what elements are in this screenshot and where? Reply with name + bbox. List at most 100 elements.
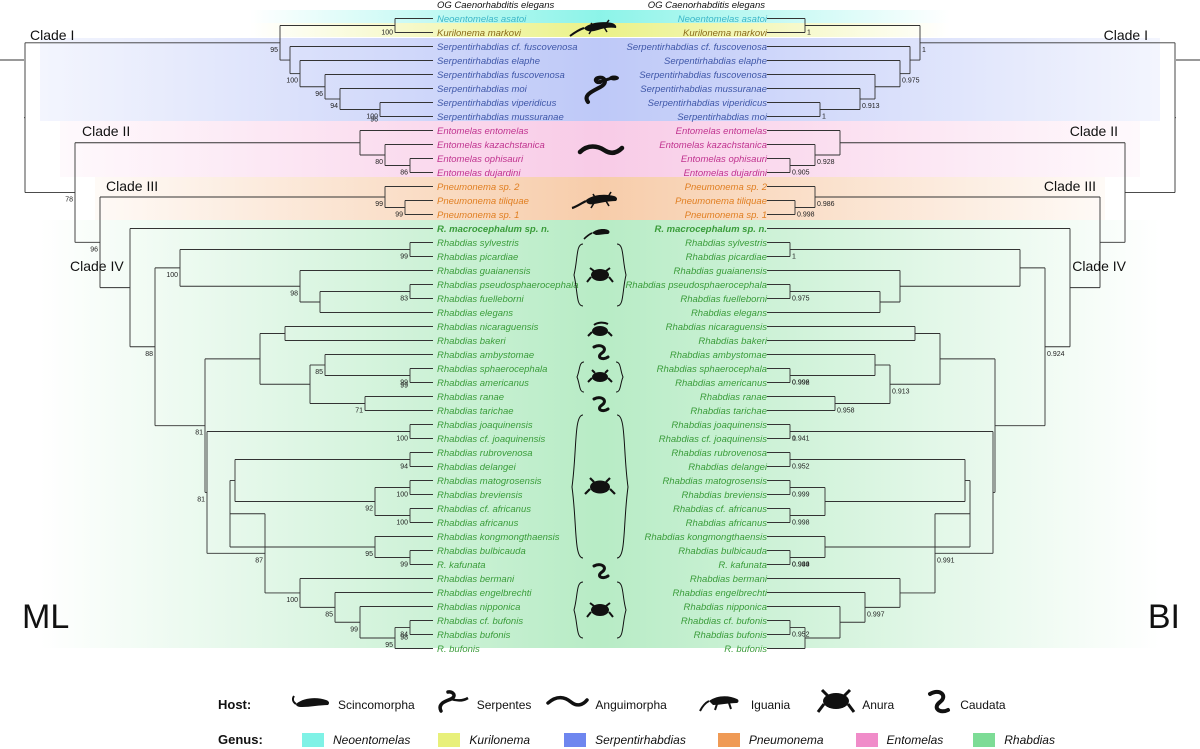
- bi-taxon-label: Rhabdias bufonis: [694, 630, 768, 641]
- bi-taxon-label: Rhabdias bulbicauda: [678, 546, 767, 557]
- ml-taxon-label: Rhabdias matogrosensis: [437, 476, 542, 487]
- ml-support-value: 85: [325, 611, 333, 618]
- ml-taxon-label: Neoentomelas asatoi: [437, 14, 527, 25]
- ml-support-value: 99: [350, 626, 358, 633]
- ml-taxon-label: Rhabdias cf. bufonis: [437, 616, 523, 627]
- bi-taxon-label: Rhabdias tarichae: [690, 406, 767, 417]
- clade-iv-left: Clade IV: [70, 258, 124, 274]
- ml-taxon-label: Serpentirhabdias cf. fuscovenosa: [437, 42, 577, 53]
- ml-support-value: 99: [400, 383, 408, 390]
- bi-taxon-label: Serpentirhabdias moi: [677, 112, 768, 123]
- brace-left-group-1: [573, 243, 584, 307]
- swatch-entomelas: [855, 732, 878, 747]
- ml-taxon-label: Entomelas ophisauri: [437, 154, 524, 165]
- ml-taxon-label: R. kafunata: [437, 560, 486, 571]
- salamander-icon: [924, 688, 954, 721]
- ml-taxon-label: Pneumonema tiliquae: [437, 196, 529, 207]
- bi-taxon-label: Entomelas kazachstanica: [659, 140, 767, 151]
- ml-support-values: 1009510096941009680867899999688991008398…: [65, 30, 408, 650]
- salamander-icon: [592, 344, 610, 361]
- ml-support-value: 99: [375, 201, 383, 208]
- bi-support-value: 0.924: [1047, 351, 1065, 358]
- band-neoentomelas: [250, 10, 950, 23]
- bi-taxon-label: Rhabdias americanus: [675, 378, 767, 389]
- bi-taxon-label: Rhabdias kongmongthaensis: [644, 532, 767, 543]
- bi-support-value: 1: [807, 30, 811, 37]
- ml-taxon-label: Serpentirhabdias viperidicus: [437, 98, 557, 109]
- ml-taxon-label: Rhabdias rubrovenosa: [437, 448, 533, 459]
- ml-taxon-label: Rhabdias engelbrechti: [437, 588, 532, 599]
- bi-taxon-label: Rhabdias matogrosensis: [662, 476, 767, 487]
- ml-taxon-label: Rhabdias sphaerocephala: [437, 364, 547, 375]
- bi-taxon-label: Entomelas entomelas: [676, 126, 768, 137]
- frog-icon: [816, 688, 856, 721]
- ml-taxon-label: Serpentirhabdias fuscovenosa: [437, 70, 565, 81]
- bi-taxon-label: Rhabdias ranae: [700, 392, 767, 403]
- host-caudata-label: Caudata: [960, 697, 1006, 712]
- bi-support-value: 1: [822, 114, 826, 121]
- bi-taxon-label: Rhabdias cf. joaquinensis: [659, 434, 768, 445]
- ml-support-value: 94: [400, 464, 408, 471]
- ml-taxon-label: Rhabdias pseudosphaerocephala: [437, 280, 579, 291]
- ml-taxon-label: Rhabdias picardiae: [437, 252, 518, 263]
- ml-taxon-label: Rhabdias africanus: [437, 518, 519, 529]
- bi-taxon-label: Serpentirhabdias cf. fuscovenosa: [627, 42, 767, 53]
- bi-taxon-label: Serpentirhabdias mussuranae: [640, 84, 767, 95]
- ml-support-value: 100: [381, 30, 393, 37]
- bi-taxon-label: Rhabdias pseudosphaerocephala: [625, 280, 767, 291]
- ml-taxon-label: Rhabdias kongmongthaensis: [437, 532, 560, 543]
- bi-taxon-label: Rhabdias sylvestris: [685, 238, 767, 249]
- bi-taxon-label: R. bufonis: [724, 644, 767, 655]
- bi-support-value: 0.975: [902, 78, 920, 85]
- bi-taxon-label: Pneumonema sp. 2: [685, 182, 768, 193]
- ml-support-value: 100: [396, 520, 408, 527]
- bi-taxon-label: Rhabdias nipponica: [684, 602, 767, 613]
- bi-support-value: 0.992: [792, 380, 810, 387]
- ml-taxon-label: Rhabdias tarichae: [437, 406, 514, 417]
- swatch-neoentomelas: [302, 732, 324, 747]
- ml-support-value: 99: [400, 380, 408, 387]
- ml-taxon-label: Entomelas entomelas: [437, 126, 529, 137]
- bi-support-value: 0.958: [837, 408, 855, 415]
- bi-taxon-label: Kurilonema markovi: [683, 28, 768, 39]
- ml-support-value: 98: [290, 290, 298, 297]
- genus-pneumonema-label: Pneumonema: [748, 732, 824, 747]
- bi-taxon-label: R. macrocephalum sp. n.: [655, 224, 767, 235]
- genus-kurilonema-label: Kurilonema: [469, 732, 531, 747]
- bi-taxon-label: Rhabdias africanus: [686, 518, 768, 529]
- bi-outgroup-label: OG Caenorhabditis elegans: [648, 0, 765, 11]
- ml-taxon-label: R. macrocephalum sp. n.: [437, 224, 549, 235]
- swatch-serpentirhabdias: [564, 732, 587, 747]
- clade-i-right: Clade I: [1104, 27, 1148, 43]
- ml-support-value: 92: [365, 506, 373, 513]
- ml-support-value: 99: [400, 562, 408, 569]
- bi-taxon-label: Rhabdias engelbrechti: [672, 588, 767, 599]
- ml-taxon-label: Rhabdias breviensis: [437, 490, 523, 501]
- clade-ii-left: Clade II: [82, 123, 130, 139]
- clade-iii-right: Clade III: [1044, 178, 1096, 194]
- bi-taxon-label: Rhabdias joaquinensis: [671, 420, 767, 431]
- ml-support-value: 80: [375, 159, 383, 166]
- ml-support-value: 84: [400, 632, 408, 639]
- frog-icon-group-3: [584, 477, 616, 495]
- bi-support-value: 0.997: [867, 611, 885, 618]
- bi-support-value: 0.986: [817, 201, 835, 208]
- iguana-icon: [698, 689, 745, 720]
- bi-support-value: 0.998: [797, 212, 815, 219]
- host-legend-row: Host: Scincomorpha Serpentes Anguimorpha…: [218, 688, 1006, 721]
- ml-taxon-label: Rhabdias bermani: [437, 574, 515, 585]
- ml-support-value: 96: [370, 117, 378, 124]
- ml-tree-branches: [24, 18, 433, 649]
- slowworm-icon: [545, 693, 590, 716]
- ml-support-value: 100: [286, 78, 298, 85]
- ml-taxon-label: Kurilonema markovi: [437, 28, 522, 39]
- ml-taxon-label: Rhabdias joaquinensis: [437, 420, 533, 431]
- bi-taxon-label: Entomelas dujardini: [684, 168, 768, 179]
- ml-support-value: 100: [366, 114, 378, 121]
- ml-taxon-label: Entomelas dujardini: [437, 168, 521, 179]
- bi-taxon-label: Rhabdias fuelleborni: [680, 294, 768, 305]
- ml-taxon-label: Rhabdias americanus: [437, 378, 529, 389]
- host-anguimorpha-label: Anguimorpha: [595, 697, 667, 712]
- snake-icon: [584, 75, 619, 104]
